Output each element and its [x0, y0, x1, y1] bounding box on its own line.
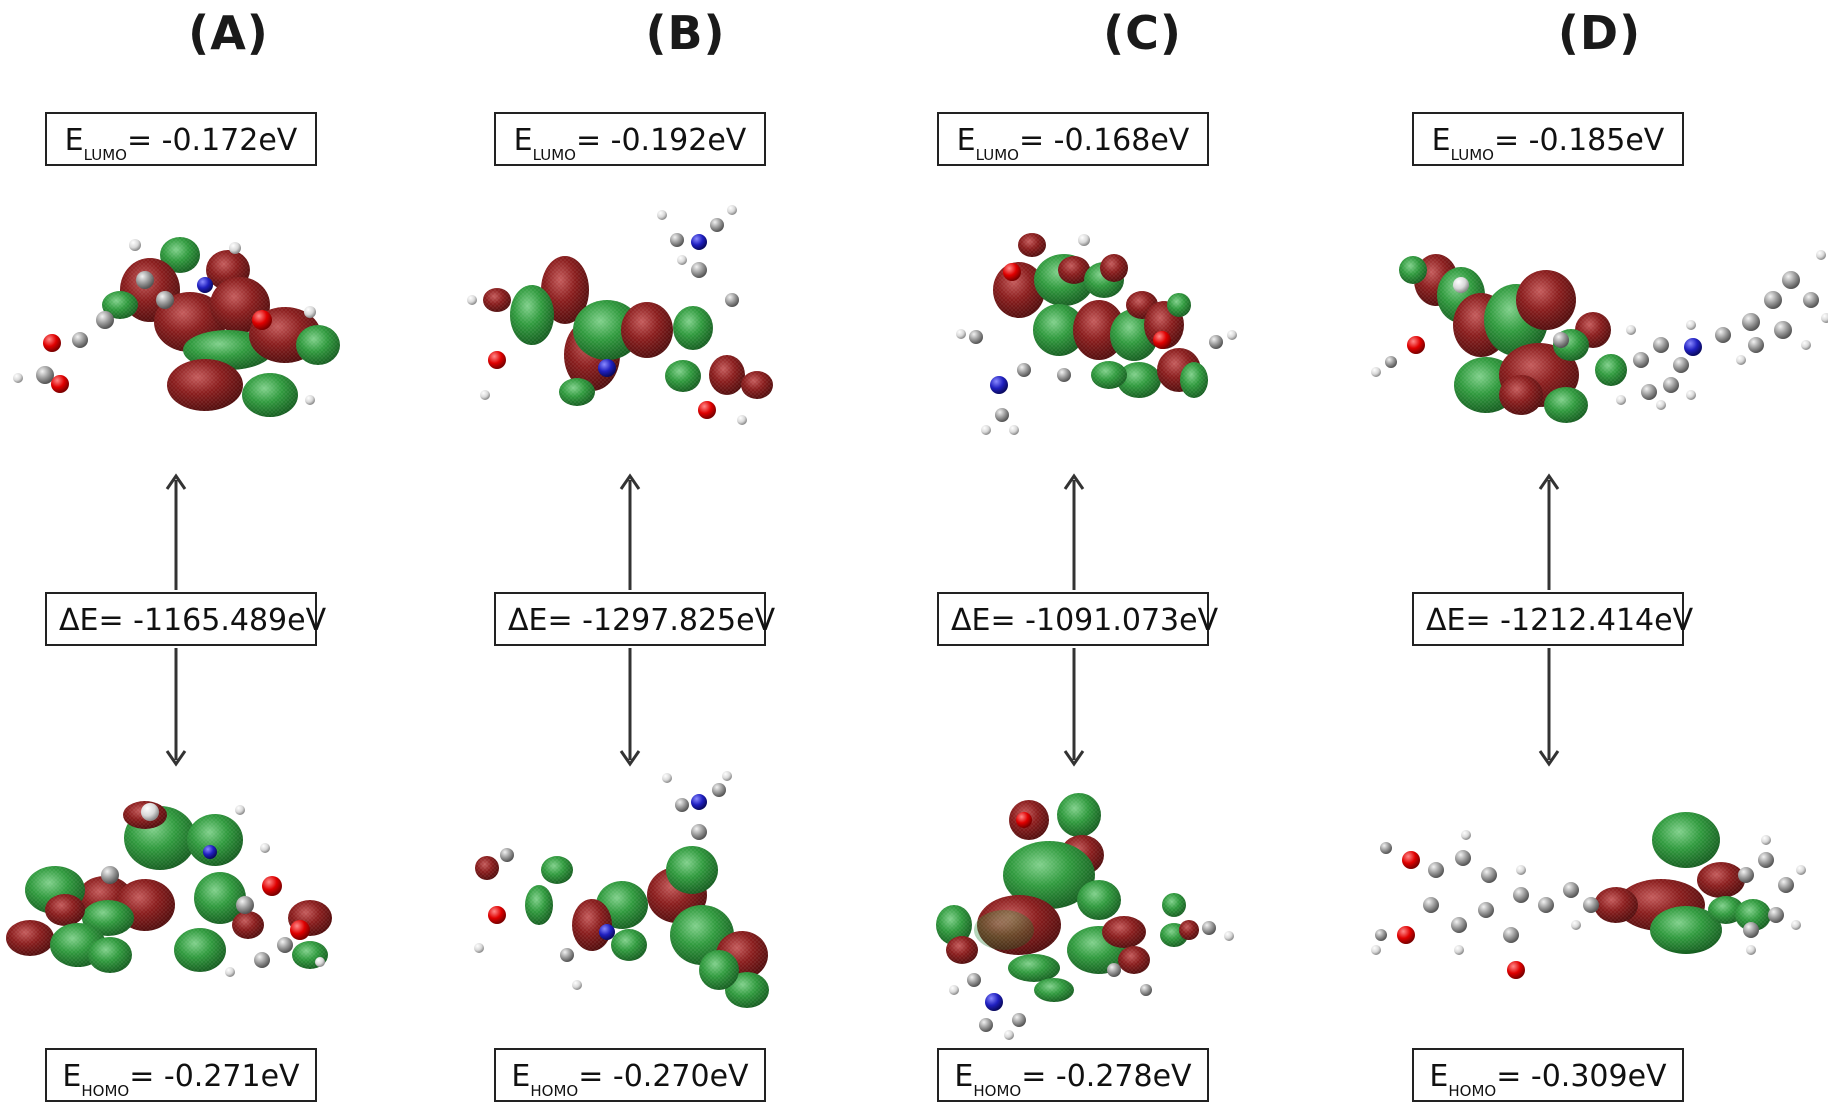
panel-b-orbitals: [457, 205, 787, 1020]
panel-label: (D): [1557, 6, 1642, 60]
homo-value: = -0.271eV: [129, 1059, 300, 1094]
energy-symbol: E: [513, 123, 533, 158]
panel-label: (B): [645, 6, 726, 60]
lumo-subscript: LUMO: [1450, 146, 1494, 164]
energy-symbol: E: [511, 1059, 531, 1094]
energy-symbol: E: [1431, 123, 1451, 158]
homo-molecule-c: [934, 790, 1254, 1040]
energy-symbol: E: [956, 123, 976, 158]
lumo-molecule-b: [457, 205, 787, 430]
lumo-molecule-d: [1371, 240, 1828, 430]
homo-value: = -0.278eV: [1021, 1059, 1192, 1094]
arrow-up: [1063, 473, 1085, 590]
panel-a-orbitals: [0, 230, 360, 990]
lumo-value: = -0.185eV: [1493, 123, 1665, 158]
lumo-energy-box: ELUMO= -0.172eV: [45, 112, 317, 166]
homo-subscript: HOMO: [530, 1082, 579, 1100]
panel-d-orbitals: [1371, 240, 1828, 979]
arrow-down: [1538, 648, 1560, 767]
energy-symbol: E: [954, 1059, 974, 1094]
energy-symbol: E: [64, 123, 84, 158]
energy-gap-box: ΔE= -1165.489eV: [45, 592, 326, 646]
homo-subscript: HOMO: [81, 1082, 130, 1100]
lumo-subscript: LUMO: [975, 146, 1019, 164]
lumo-subscript: LUMO: [532, 146, 576, 164]
lumo-molecule-c: [956, 230, 1274, 435]
homo-value: = -0.270eV: [578, 1059, 749, 1094]
homo-subscript: HOMO: [973, 1082, 1022, 1100]
homo-molecule-b: [457, 771, 787, 1020]
lumo-energy-box: ELUMO= -0.192eV: [494, 112, 766, 166]
homo-subscript: HOMO: [1448, 1082, 1497, 1100]
lumo-energy-box: ELUMO= -0.168eV: [937, 112, 1209, 166]
panel-d: (D) ELUMO= -0.185eV ΔE= -1212.414eV EHOM…: [1371, 0, 1828, 1108]
panel-a: (A) ELUMO= -0.172eV ΔE= -1165.489eV EHOM…: [0, 0, 457, 1108]
arrow-up: [165, 473, 187, 590]
energy-symbol: E: [62, 1059, 82, 1094]
panel-c-orbitals: [934, 230, 1274, 1040]
panel-c: (C) ELUMO= -0.168eV ΔE= -1091.073eV EHOM…: [914, 0, 1371, 1108]
homo-energy-box: EHOMO= -0.270eV: [494, 1048, 766, 1102]
panel-b: (B) ELUMO= -0.192eV ΔE= -1297.825eV EHOM…: [457, 0, 914, 1108]
homo-molecule-d: [1371, 810, 1806, 979]
homo-molecule-a: [0, 790, 332, 990]
homo-energy-box: EHOMO= -0.278eV: [937, 1048, 1209, 1102]
lumo-energy-box: ELUMO= -0.185eV: [1412, 112, 1684, 166]
lumo-value: = -0.168eV: [1018, 123, 1190, 158]
energy-symbol: E: [1429, 1059, 1449, 1094]
panel-label: (A): [188, 6, 269, 60]
homo-energy-box: EHOMO= -0.271eV: [45, 1048, 317, 1102]
arrow-up: [1538, 473, 1560, 590]
lumo-subscript: LUMO: [83, 146, 127, 164]
arrow-down: [165, 648, 187, 767]
lumo-value: = -0.192eV: [575, 123, 747, 158]
homo-value: = -0.309eV: [1496, 1059, 1667, 1094]
lumo-molecule-a: [0, 230, 360, 430]
energy-gap-box: ΔE= -1212.414eV: [1412, 592, 1693, 646]
energy-gap-box: ΔE= -1297.825eV: [494, 592, 775, 646]
panel-label: (C): [1103, 6, 1182, 60]
homo-energy-box: EHOMO= -0.309eV: [1412, 1048, 1684, 1102]
arrow-down: [1063, 648, 1085, 767]
arrow-down: [619, 648, 641, 767]
arrow-up: [619, 473, 641, 590]
energy-gap-box: ΔE= -1091.073eV: [937, 592, 1218, 646]
lumo-value: = -0.172eV: [126, 123, 298, 158]
